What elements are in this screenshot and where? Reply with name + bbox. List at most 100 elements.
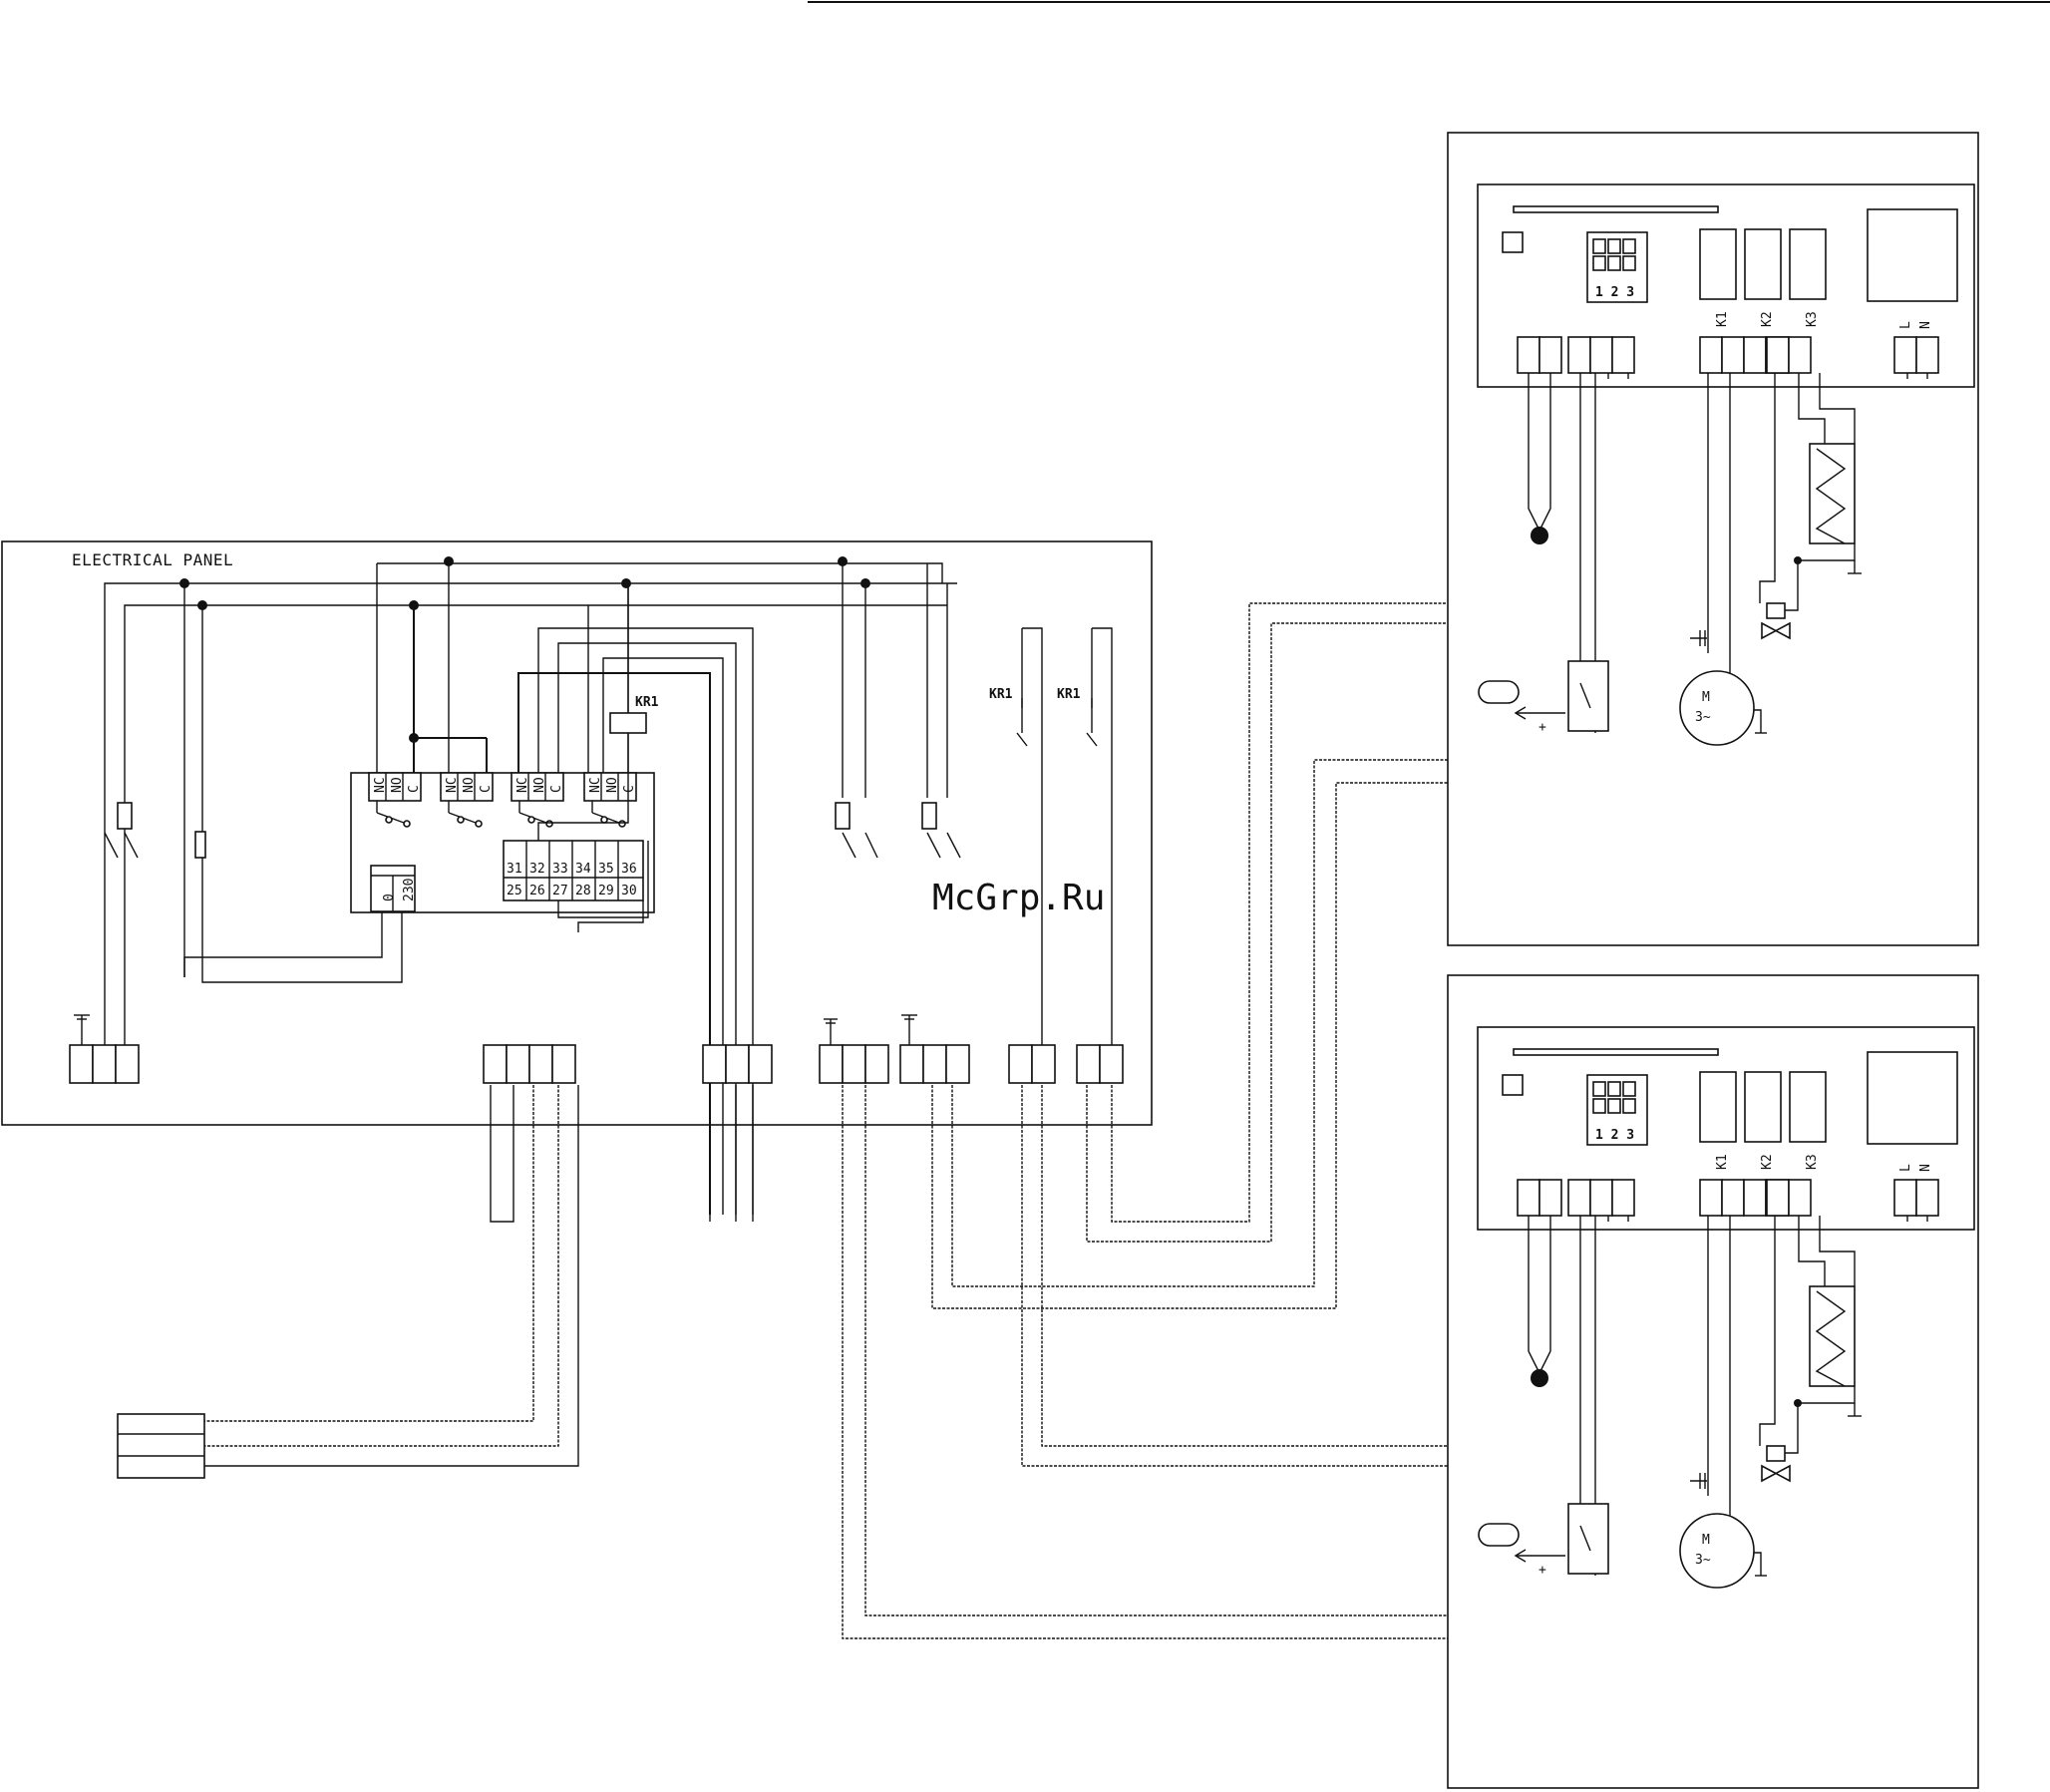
contactor	[1700, 229, 1736, 299]
board-terminal	[1539, 1180, 1561, 1216]
reset-button	[1503, 1075, 1523, 1095]
terminal-cell	[552, 1045, 575, 1083]
probe-icon	[1531, 1369, 1548, 1387]
dip-switch-cell	[1608, 1082, 1620, 1096]
board-terminal	[1612, 1180, 1634, 1216]
dip-switch-cell	[1623, 256, 1635, 270]
dip-switch-cell	[1593, 256, 1605, 270]
relay-coil	[610, 713, 646, 733]
contactor	[1745, 1072, 1781, 1142]
terminal-number: 32	[529, 862, 545, 877]
board-terminal	[1916, 1180, 1938, 1216]
contact-pin	[386, 817, 392, 823]
dip-switch-cell	[1623, 239, 1635, 253]
contactor-label: K1	[1715, 311, 1730, 327]
contactor-label: K2	[1760, 1154, 1775, 1170]
terminal-cell	[749, 1045, 772, 1083]
terminal-cell	[820, 1045, 843, 1083]
supply-label-0: 0	[382, 894, 397, 901]
contactor	[1745, 229, 1781, 299]
plus-sign: +	[1538, 1563, 1546, 1578]
relay-coil-label: KR1	[635, 695, 659, 710]
terminal-number: 33	[552, 862, 568, 877]
board-terminal	[1700, 337, 1722, 373]
junction-dot	[860, 578, 870, 588]
motor-icon	[1680, 671, 1754, 745]
motor-label: 3~	[1695, 710, 1711, 725]
terminal-number: 29	[598, 884, 614, 898]
float-switch-box	[1568, 661, 1608, 731]
supply-label: L	[1898, 321, 1913, 329]
electrical-panel-title: ELECTRICAL PANEL	[72, 550, 233, 569]
contact-label: C	[479, 785, 494, 793]
board-terminal	[1612, 337, 1634, 373]
valve-coil	[1767, 1446, 1785, 1461]
terminal-cell	[703, 1045, 726, 1083]
terminal-cell	[116, 1045, 139, 1083]
terminal-cell	[1077, 1045, 1100, 1083]
motor-label: M	[1702, 690, 1710, 705]
contact-pin	[546, 821, 552, 827]
dip-switch-cell	[1593, 1082, 1605, 1096]
float-icon	[1479, 1524, 1519, 1546]
board-terminal	[1789, 1180, 1811, 1216]
board-terminal	[1744, 1180, 1766, 1216]
supply-label: N	[1918, 1164, 1933, 1172]
switch-numbers: 1 2 3	[1595, 285, 1634, 300]
supply-label: L	[1898, 1164, 1913, 1172]
terminal-cell	[1009, 1045, 1032, 1083]
contact-label: C	[549, 785, 564, 793]
switch-numbers: 1 2 3	[1595, 1128, 1634, 1143]
board-terminal	[1916, 337, 1938, 373]
terminal-cell	[1032, 1045, 1055, 1083]
dip-switch-cell	[1608, 1099, 1620, 1113]
terminal-cell	[93, 1045, 116, 1083]
plus-sign: +	[1538, 720, 1546, 735]
relay-contact-label: KR1	[989, 687, 1013, 702]
board-terminal	[1722, 337, 1744, 373]
junction-dot	[838, 556, 848, 566]
dip-switch-cell	[1623, 1099, 1635, 1113]
supply-label: N	[1918, 321, 1933, 329]
junction-dot	[621, 578, 631, 588]
contact-pin	[619, 821, 625, 827]
board-terminal	[1767, 1180, 1789, 1216]
terminal-number: 27	[552, 884, 568, 898]
display-strip	[1514, 206, 1718, 212]
terminal-number: 34	[575, 862, 591, 877]
terminal-cell	[946, 1045, 969, 1083]
relay-contact-label: KR1	[1057, 687, 1081, 702]
display-strip	[1514, 1049, 1718, 1055]
thermostat-switch	[118, 803, 132, 829]
fuse	[195, 832, 205, 858]
board-terminal	[1518, 1180, 1539, 1216]
terminal-number: 30	[621, 884, 637, 898]
thermostat-switch	[922, 803, 936, 829]
terminal-cell	[529, 1045, 552, 1083]
terminal-number: 31	[507, 862, 522, 877]
board-terminal	[1539, 337, 1561, 373]
reset-button	[1503, 232, 1523, 252]
terminal-cell	[1100, 1045, 1123, 1083]
board-terminal	[1590, 337, 1612, 373]
terminal-number: 35	[598, 862, 614, 877]
board-terminal	[1590, 1180, 1612, 1216]
contactor-label: K3	[1805, 1154, 1820, 1170]
contact-label: C	[622, 785, 637, 793]
board-terminal	[1568, 1180, 1590, 1216]
junction-dot	[409, 733, 419, 743]
contactor-label: K3	[1805, 311, 1820, 327]
terminal-number: 28	[575, 884, 591, 898]
contactor	[1790, 1072, 1826, 1142]
board-terminal	[1722, 1180, 1744, 1216]
contact-pin	[601, 817, 607, 823]
float-switch-box	[1568, 1504, 1608, 1574]
junction-dot	[444, 556, 454, 566]
dip-switch-cell	[1608, 256, 1620, 270]
terminal-number: 26	[529, 884, 545, 898]
junction-dot	[409, 600, 419, 610]
external-connector	[118, 1414, 204, 1478]
thermostat-switch	[836, 803, 850, 829]
